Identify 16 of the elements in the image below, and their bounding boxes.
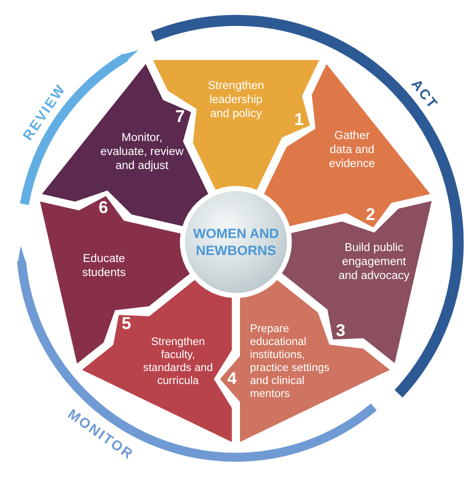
step-number: 2 — [366, 206, 376, 224]
step-number: 6 — [98, 198, 108, 217]
step-number: 5 — [122, 315, 132, 334]
step-label: Build public engagement and advocacy — [338, 240, 410, 283]
step-label: Educate students — [81, 252, 127, 280]
step-label: Monitor, evaluate, review and adjust — [99, 130, 185, 173]
center-label: WOMEN AND NEWBORNS — [192, 225, 280, 259]
step-number: 3 — [336, 322, 346, 340]
step-number: 1 — [294, 111, 304, 130]
step-number: 7 — [175, 108, 185, 126]
step-label: Gather data and evidence — [328, 128, 376, 171]
step-label: Prepare educational institutions, practice settings and clinical mentors — [250, 322, 330, 401]
center-circle — [185, 191, 287, 293]
step-label: Strengthen leadership and policy — [206, 78, 266, 121]
step-label: Strengthen faculty, standards and curricula — [142, 336, 214, 388]
step-number: 4 — [227, 370, 237, 388]
